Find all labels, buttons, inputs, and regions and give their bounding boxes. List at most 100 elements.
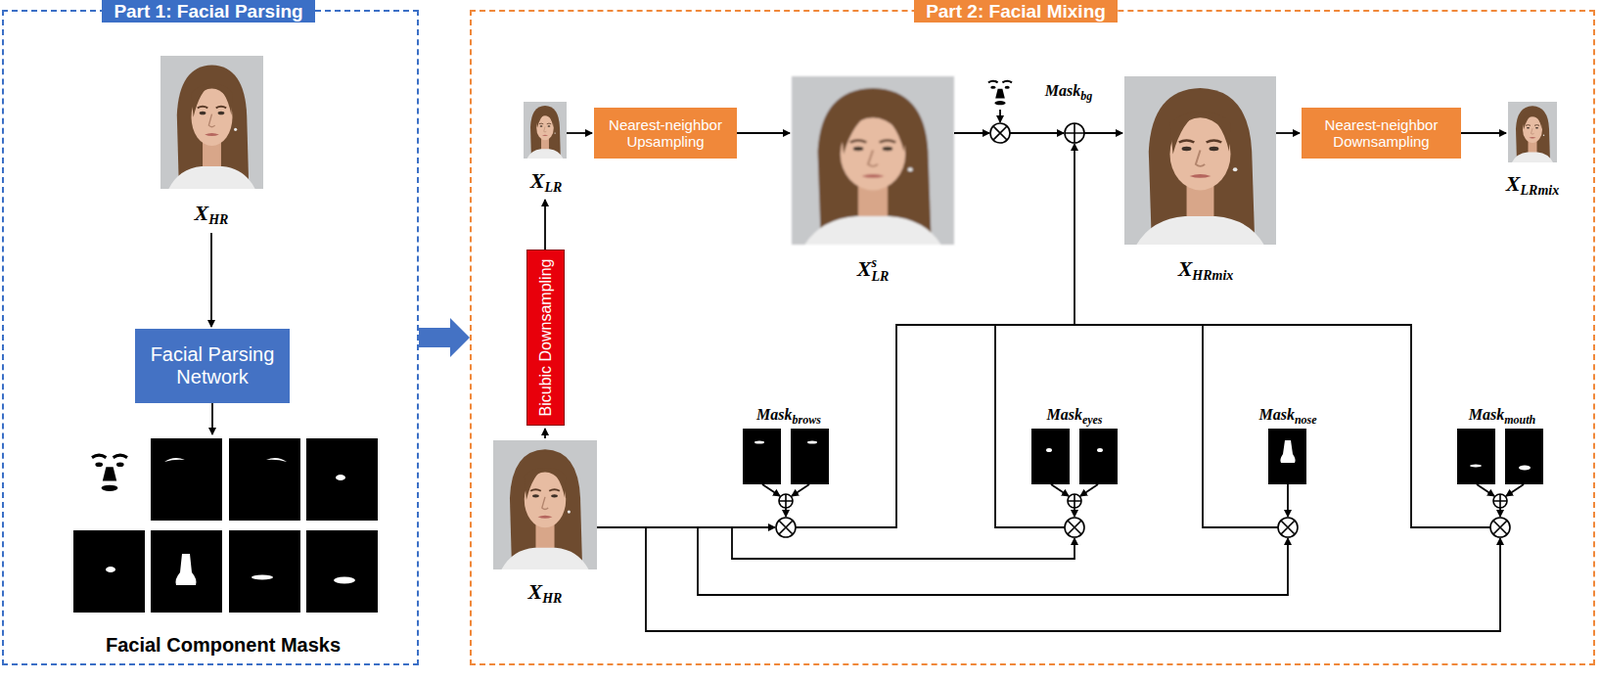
component-mask [164,457,185,462]
component-mask [150,530,223,613]
component-mask [105,566,116,573]
component-mask [73,530,145,613]
operator-symbol [778,520,793,535]
wire [1073,143,1076,325]
symbol-base: Mask [1046,406,1082,423]
part-title: Part 1: Facial Parsing [101,0,315,23]
wire [1073,507,1076,517]
component-mask [251,575,274,581]
wire [210,232,213,327]
component-mask [266,457,287,462]
symbol-base: Mask [756,406,792,423]
component-mask [228,438,301,521]
wire [791,484,810,497]
symbol-base: X [530,168,546,193]
symbol-subscript: bg [1080,89,1093,103]
box-label: Facial Parsing Network [141,343,283,389]
rotated-process-box: Bicubic Downsampling [526,249,565,426]
wire [1461,132,1507,135]
component-mask [306,438,378,521]
mask-label: Maskeyes [1046,406,1102,428]
operator-symbol [1064,517,1085,538]
component-mask [150,438,223,521]
wire [795,324,1491,528]
component-mask [176,553,197,586]
component-mask [1457,428,1496,485]
symbol-subscript: LR [870,270,889,284]
component-mask [1505,428,1544,485]
component-mask [306,530,378,613]
component-mask [742,428,781,485]
wire [995,324,1065,528]
component-mask [73,81,1544,613]
mask-label: Maskbg [1045,82,1093,104]
operator-symbol [1278,517,1298,538]
symbol-subscript: HR [542,591,562,606]
operator-symbol [1064,123,1085,143]
symbol-subscript: mouth [1504,412,1536,427]
symbol-base: X [1178,256,1193,281]
component-mask [790,428,829,485]
component-mask [228,530,301,613]
process-box: Facial Parsing Network [135,328,290,404]
operator-symbol [1280,520,1295,535]
operator-symbol [778,494,793,508]
part-panel: Part 1: Facial ParsingFacial Parsing Net… [1,9,419,666]
operator-symbol [993,126,1007,140]
operator-symbol [1067,494,1082,508]
script-stack: sLR [870,256,889,284]
wire [1499,507,1502,517]
face-photo [160,55,264,189]
operator-symbol [778,494,793,508]
symbol-base: X [857,256,872,281]
wire [1080,484,1098,497]
wire [544,428,547,439]
operator-symbol [1064,123,1085,143]
symbol-base: X [1506,171,1521,196]
box-label: Nearest-neighbor Upsampling [600,116,731,150]
component-mask [1280,440,1295,463]
wire [1506,484,1524,497]
component-mask [807,441,818,445]
mask-label: Masknose [1258,406,1317,428]
box-label: Bicubic Downsampling [537,259,555,417]
image-label: XHR [528,579,563,608]
process-box: Nearest-neighbor Upsampling [594,107,737,159]
face-photo [791,76,955,245]
mask-label: Maskbrows [756,406,822,428]
process-box: Nearest-neighbor Downsampling [1301,107,1462,159]
symbol-base: X [194,200,210,226]
image-label: XLR [530,168,563,197]
image-label: XsLR [857,256,890,285]
symbol-subscript: LR [544,180,562,195]
component-mask [1518,465,1531,471]
image-label: XHR [194,200,229,229]
symbol-subscript: HR [208,212,229,228]
symbol-subscript: nose [1294,412,1318,427]
wire [566,132,593,135]
wire [1051,484,1069,497]
wire [645,527,1501,632]
component-mask [1268,428,1307,485]
component-mask [335,474,346,481]
block-arrow [418,318,470,358]
symbol-base: Mask [1045,82,1081,99]
component-mask [754,441,765,445]
component-mask [988,81,1012,105]
caption-text: Facial Component Masks [105,634,341,656]
component-mask [1097,448,1103,453]
wire [784,507,787,517]
operator-symbol [1067,520,1082,535]
box-label: Nearest-neighbor Downsampling [1308,116,1455,150]
part-title: Part 2: Facial Mixing [914,0,1118,23]
symbol-subscript: eyes [1082,412,1103,427]
face-photo [1508,101,1557,163]
wire [1286,484,1289,517]
image-label: XHRmix [1178,256,1235,285]
face-photo [493,440,597,570]
caption-text: Facial Component Masks [105,634,341,657]
symbol-subscript: HRmix [1191,268,1234,283]
wire [1276,132,1300,135]
face-photo [160,55,1557,570]
